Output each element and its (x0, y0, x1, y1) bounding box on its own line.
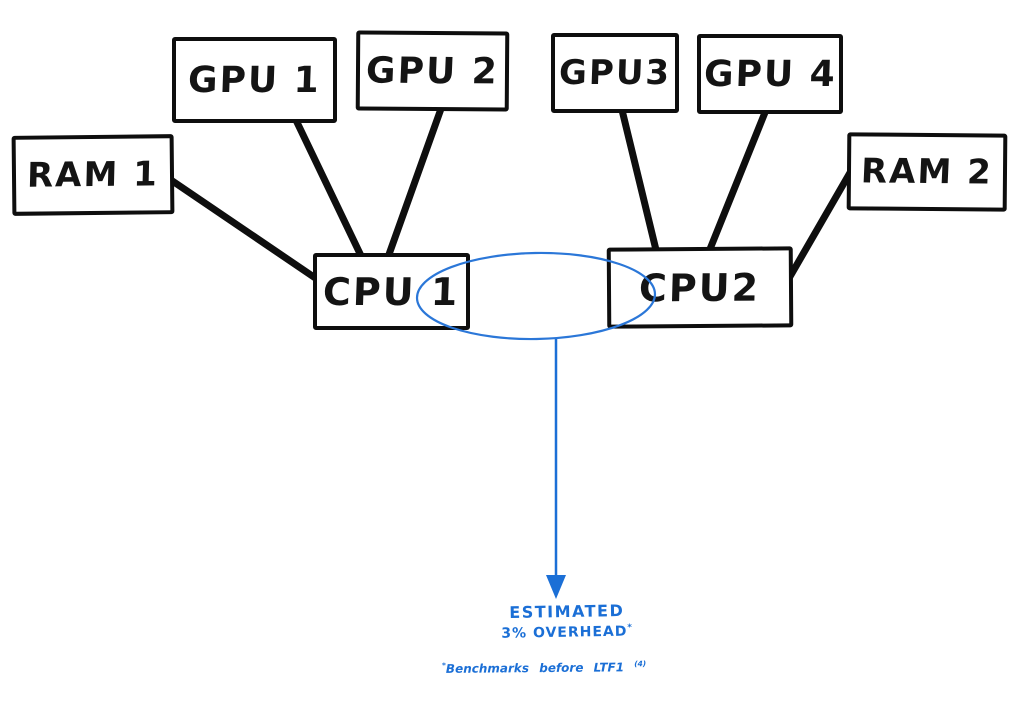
node-gpu2-label: GPU 2 (365, 50, 500, 92)
annotation-subtitle: 3% OVERHEAD* (462, 619, 672, 643)
node-ram2: RAM 2 (846, 132, 1008, 212)
node-gpu3: GPU3 (551, 33, 679, 113)
node-gpu4: GPU 4 (697, 34, 843, 114)
node-gpu1: GPU 1 (172, 37, 337, 123)
edge-ram2-cpu2 (784, 167, 855, 284)
footnote: *Benchmarks before LTF1 (4) (442, 659, 652, 676)
edge-gpu3-cpu2 (618, 106, 661, 258)
node-ram1: RAM 1 (11, 134, 175, 216)
node-gpu1-label: GPU 1 (187, 59, 322, 101)
node-ram1-label: RAM 1 (26, 154, 160, 196)
node-gpu4-label: GPU 4 (702, 53, 838, 95)
node-gpu3-label: GPU3 (558, 53, 672, 93)
overhead-annotation: ESTIMATED 3% OVERHEAD* (462, 601, 673, 643)
edge-gpu4-cpu2 (704, 106, 770, 258)
annotation-asterisk: * (627, 622, 634, 633)
edge-ram1-cpu1 (164, 174, 334, 292)
node-cpu2-label: CPU2 (638, 265, 762, 310)
node-cpu1-label: CPU 1 (322, 269, 461, 314)
footnote-text: Benchmarks before LTF1 (445, 660, 625, 676)
node-ram2-label: RAM 2 (860, 151, 994, 193)
node-cpu2: CPU2 (606, 246, 794, 329)
node-gpu2: GPU 2 (355, 30, 510, 112)
annotation-subtitle-text: 3% OVERHEAD (501, 623, 628, 642)
footnote-reference: (4) (634, 659, 647, 669)
node-cpu1: CPU 1 (313, 253, 470, 330)
down-arrowhead-icon (546, 575, 566, 599)
edge-gpu2-cpu1 (383, 102, 446, 264)
edge-gpu1-cpu1 (290, 112, 368, 266)
